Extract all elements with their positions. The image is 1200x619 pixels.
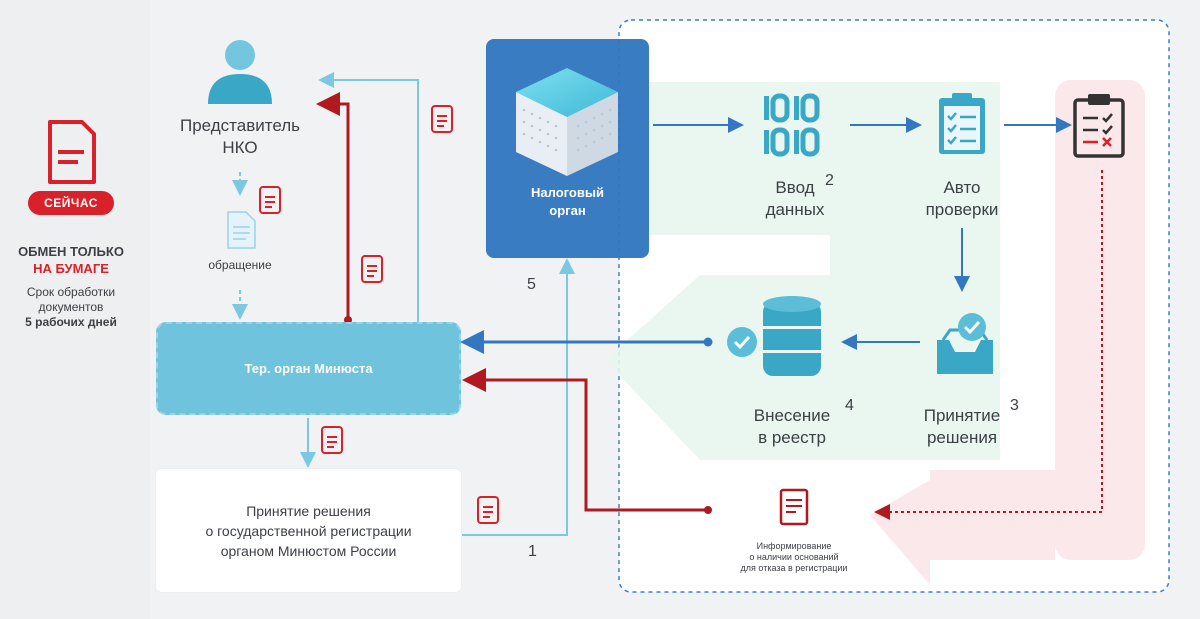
data-entry-label: Ввод xyxy=(775,178,815,197)
now-badge: СЕЙЧАС xyxy=(28,191,114,215)
small-red-doc-icon xyxy=(259,105,499,524)
step-number-1: 1 xyxy=(528,543,537,560)
refusal-info-text: для отказа в регистрации xyxy=(740,563,848,573)
processing-days: 5 рабочих дней xyxy=(25,315,117,329)
step-number-5: 5 xyxy=(527,276,536,293)
decision-text: Принятие решения xyxy=(246,502,371,519)
registry-label: в реестр xyxy=(758,428,826,447)
binary-icon xyxy=(764,93,820,157)
decision-text: о государственной регистрации xyxy=(205,522,412,539)
database-icon xyxy=(727,296,821,376)
tax-organ-label: орган xyxy=(549,203,586,218)
refusal-dotted-arrow xyxy=(874,170,1103,520)
processing-desc: документов xyxy=(38,300,104,314)
acceptance-label: решения xyxy=(926,428,998,447)
inbox-check-icon xyxy=(937,313,993,374)
auto-checks-label: проверки xyxy=(925,200,999,219)
user-icon xyxy=(208,40,272,104)
acceptance-label: Принятие xyxy=(923,406,1001,425)
red-document-icon xyxy=(48,120,96,184)
paper-only-title-accent: НА БУМАГЕ xyxy=(33,261,109,276)
red-arrows xyxy=(316,92,708,512)
tax-organ-label: Налоговый xyxy=(531,185,604,200)
nko-label: Представитель xyxy=(179,116,300,135)
pink-flow-shape xyxy=(1055,80,1145,560)
appeal-label: обращение xyxy=(208,258,272,272)
paper-only-title: ОБМЕН ТОЛЬКО xyxy=(18,244,124,259)
registry-label: Внесение xyxy=(753,406,831,425)
server-cube-icon xyxy=(516,68,618,176)
nko-label: НКО xyxy=(222,138,258,157)
pink-arrow-shape xyxy=(870,470,1055,585)
blue-flow-arrows xyxy=(460,117,1072,354)
decision-box: Принятие решения о государственной регис… xyxy=(156,469,461,592)
clipboard-refusal-icon xyxy=(1073,94,1125,158)
ter-organ-box[interactable]: Тер. орган Минюста xyxy=(156,322,461,415)
auto-checks-label: Авто xyxy=(943,178,981,197)
refusal-document-icon xyxy=(779,488,809,526)
data-entry-label: данных xyxy=(765,200,825,219)
step-number-2: 2 xyxy=(825,172,834,189)
step-number-3: 3 xyxy=(1010,397,1019,414)
refusal-info-text: о наличии оснований xyxy=(749,552,839,562)
processing-desc: Срок обработки xyxy=(26,285,116,299)
document-icon xyxy=(227,211,256,249)
step-number-4: 4 xyxy=(845,397,854,414)
left-panel-bg xyxy=(0,0,150,619)
decision-text: органом Минюстом России xyxy=(220,542,397,559)
green-flow-shape xyxy=(605,82,1000,460)
clipboard-check-icon xyxy=(939,93,985,154)
refusal-info-text: Информирование xyxy=(756,541,832,551)
